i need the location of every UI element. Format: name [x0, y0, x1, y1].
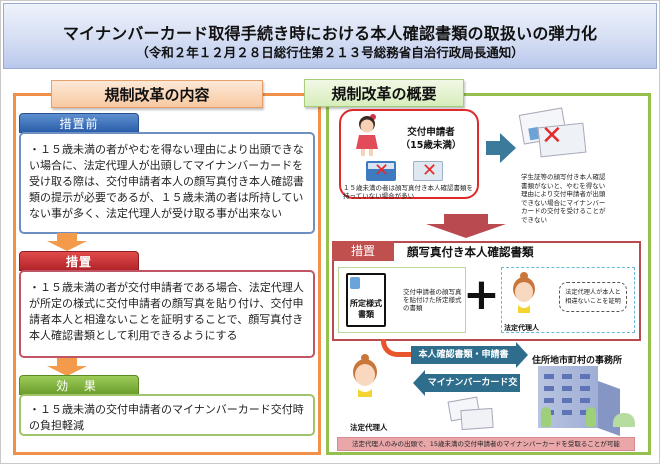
guardian-icon [353, 354, 377, 397]
measure-tag: 措置 [332, 241, 394, 261]
my-number-card-icon [447, 396, 497, 433]
regulation-overview-panel [326, 93, 651, 455]
header-banner: マイナンバーカード取得手続き時における本人確認書類の取扱いの弾力化 （令和２年１… [3, 3, 657, 69]
legal-agent-icon [513, 272, 535, 313]
regulation-content-title: 規制改革の内容 [51, 80, 263, 108]
cross-mark-icon: ✕ [422, 160, 438, 181]
form-label: 所定様式 書類 [350, 299, 382, 319]
page-subtitle: （令和２年１２月２８日総行住第２１３号総務省自治行政局長通知） [136, 45, 524, 60]
down-arrow-icon [426, 214, 506, 238]
drivers-license-icon [413, 161, 443, 181]
form-note: 交付申請者の顔写真を貼付けた所定様式の書類 [403, 288, 462, 312]
student-id-card-icon [366, 161, 396, 181]
cards-note: 学生証等の顔写付き本人確認書類がないと、やむを得ない理由により交付申請者が出頭で… [521, 173, 606, 224]
applicant-note: １５歳未満の者は顔写真付き本人確認書類を持っていない場合が多い [343, 184, 473, 200]
before-measure-label: 措置前 [19, 113, 139, 133]
legal-agent-label: 法定代理人 [504, 324, 539, 332]
plus-icon: + [463, 269, 500, 320]
office-building-side [598, 381, 620, 437]
page-title: マイナンバーカード取得手続き時における本人確認書類の取扱いの弾力化 [62, 24, 598, 43]
effect-label: 効 果 [19, 375, 139, 395]
effect-text: ・１５歳未満の交付申請者のマイナンバーカード交付時の負担軽減 [19, 394, 315, 436]
regulation-overview-title: 規制改革の概要 [304, 79, 464, 107]
tree-icon [541, 407, 551, 427]
down-arrow-icon [47, 233, 87, 251]
before-measure-text: ・１５歳未満の者がやむを得ない理由により出頭できない場合に、法定代理人が出頭して… [19, 132, 315, 234]
cross-mark-icon: ✕ [374, 160, 390, 181]
speech-bubble: 法定代理人が本人と相違ないことを証明 [559, 282, 627, 312]
bush-icon [613, 413, 635, 427]
child-applicant-icon [356, 114, 378, 156]
applicant-title: 交付申請者 （15歳未満） [400, 127, 462, 151]
right-arrow-icon [486, 133, 516, 163]
office-label: 住所地市町村の事務所 [532, 356, 623, 366]
measure-text: ・１５歳未満の者が交付申請者である場合、法定代理人が所定の様式に交付申請者の顔写… [19, 270, 315, 358]
down-arrow-icon [47, 358, 87, 376]
cross-mark-icon: ✕ [541, 121, 563, 151]
measure-label: 措置 [19, 251, 139, 271]
result-summary: 法定代理人のみの出頭で、15歳未満の交付申請者のマイナンバーカードを受取ることが… [337, 437, 635, 451]
measure-title: 顔写真付き本人確認書類 [407, 245, 534, 259]
curved-arrow-icon [381, 339, 415, 357]
tree-icon [586, 407, 596, 427]
card-issue-arrow: マイナンバーカード交付 [413, 370, 520, 406]
photo-icon [350, 277, 360, 289]
guardian-label: 法定代理人 [350, 423, 388, 432]
submit-documents-arrow: 本人確認書類・申請書 [411, 342, 528, 368]
